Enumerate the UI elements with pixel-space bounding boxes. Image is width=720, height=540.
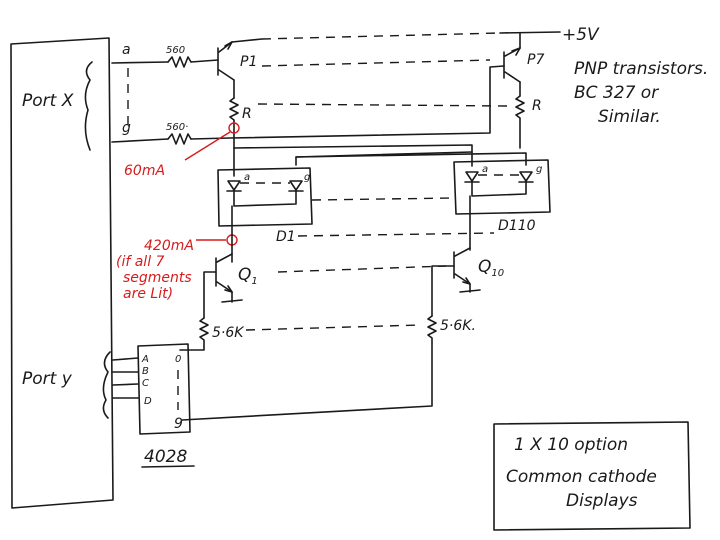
- option-line1: 1 X 10 option: [514, 435, 628, 455]
- transistor-q1-label: Q1: [238, 265, 258, 287]
- option-line2: Common cathode: [506, 467, 657, 487]
- transistor-q10-label: Q10: [478, 257, 504, 279]
- ic-pin-a: A: [141, 354, 149, 365]
- res-r1-symbol: [229, 97, 239, 149]
- ic-name-label: 4028: [144, 447, 187, 467]
- port-x-wires: [111, 56, 505, 145]
- ic-4028-symbol: [112, 343, 191, 435]
- q-link-dash: [277, 265, 447, 273]
- supply-label: +5V: [562, 25, 600, 45]
- res-r2-symbol: [515, 95, 525, 149]
- display-link-dash-lower: [297, 232, 495, 237]
- pin-g-label: g: [122, 120, 131, 136]
- segment-bus: [233, 144, 527, 177]
- r-link-dash: [257, 103, 509, 107]
- supply-rail: [231, 31, 561, 49]
- res-link-dash: [245, 324, 421, 331]
- option-box: [493, 421, 691, 531]
- note-line2: segments: [123, 270, 192, 286]
- ic-pin-b: B: [142, 366, 149, 377]
- ic-pin-d: D: [144, 396, 152, 407]
- ic-out-9: 9: [174, 416, 183, 432]
- res-56k-left-symbol: [179, 317, 209, 351]
- transistor-p1-label: P1: [240, 54, 257, 70]
- display-d1-symbol: [217, 167, 313, 263]
- transistor-q1-symbol: [203, 253, 243, 319]
- display-d110-symbol: [453, 159, 551, 251]
- res-560-top-label: 560: [166, 45, 185, 56]
- port-block: [10, 37, 114, 509]
- ic-name-underline: [141, 465, 195, 468]
- transistor-q10-symbol: [431, 247, 481, 317]
- ic-pin-c: C: [142, 378, 149, 389]
- pnp-note-line3: Similar.: [598, 107, 661, 127]
- current-420ma-label: 420mA: [144, 238, 194, 254]
- display-d110-label: D110: [498, 218, 536, 234]
- current-60ma-label: 60mA: [124, 163, 165, 179]
- res-r1-label: R: [242, 106, 252, 122]
- res-56k-left-label: 5·6K: [212, 325, 245, 341]
- pnp-note-line1: PNP transistors.: [574, 59, 708, 79]
- note-line3: are Lit): [123, 286, 173, 302]
- display-d1-label: D1: [276, 229, 296, 245]
- port-x-label: Port X: [22, 91, 74, 111]
- p-link-dash: [261, 59, 491, 67]
- pin-a-label: a: [122, 42, 131, 58]
- seg-a2-label: a: [482, 164, 488, 175]
- seg-g1-label: g: [304, 172, 310, 183]
- transistor-p7-label: P7: [527, 52, 544, 68]
- res-56k-right-label: 5·6K.: [440, 318, 476, 334]
- display-link-dash: [311, 197, 455, 201]
- seg-g2-label: g: [536, 164, 542, 175]
- pnp-note-line2: BC 327 or: [574, 83, 659, 103]
- res-56k-right-symbol: [181, 315, 437, 421]
- res-560-bottom-label: 560·: [166, 122, 188, 133]
- seg-a1-label: a: [244, 172, 250, 183]
- transistor-p7-symbol: [503, 47, 521, 97]
- note-line1: (if all 7: [116, 254, 165, 270]
- ic-out-0: 0: [175, 354, 181, 365]
- port-y-label: Port y: [22, 369, 73, 389]
- res-r2-label: R: [532, 98, 542, 114]
- option-line3: Displays: [566, 491, 638, 511]
- transistor-p1-symbol: [217, 41, 235, 99]
